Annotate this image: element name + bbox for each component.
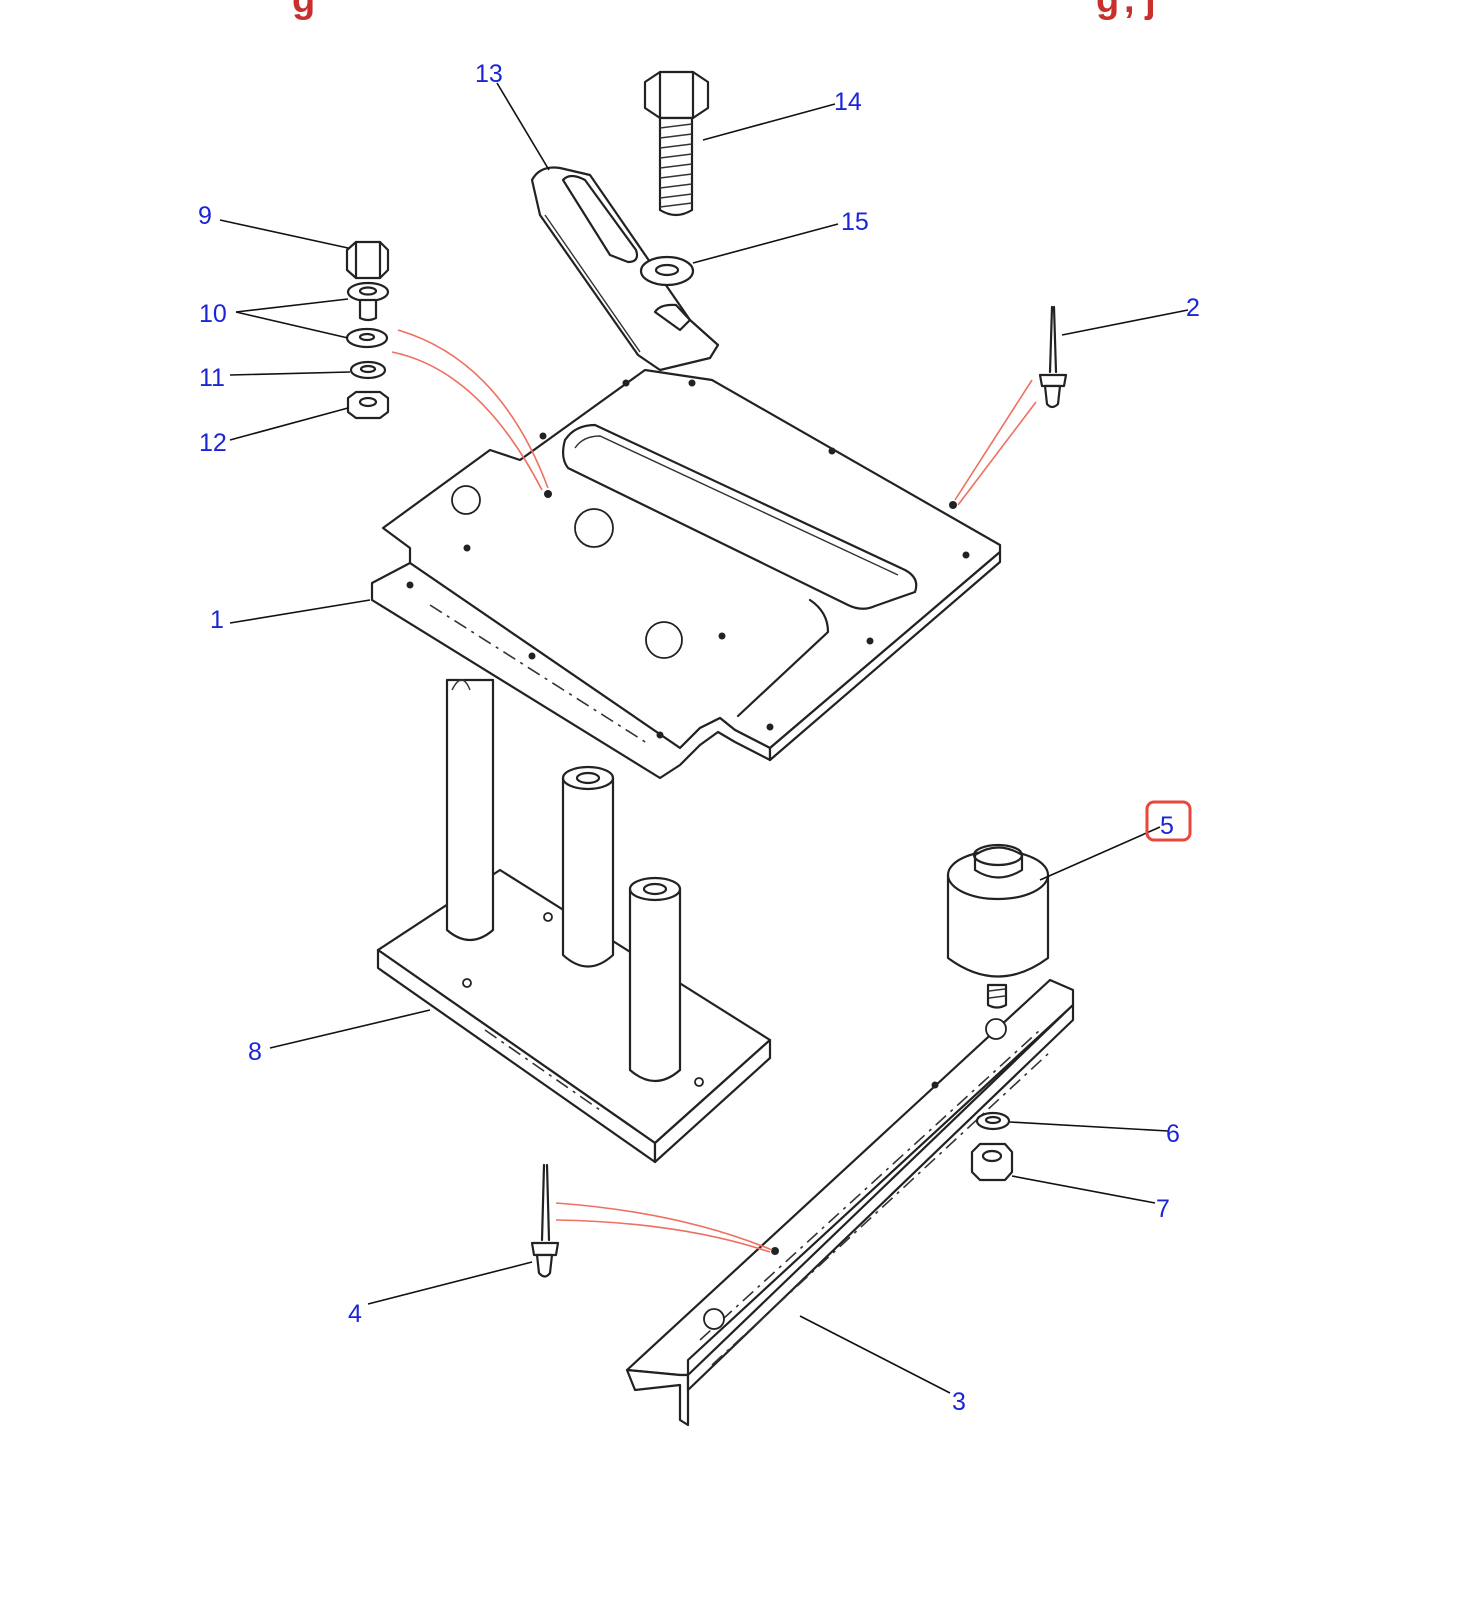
callout-2: 2 — [1186, 294, 1200, 322]
callout-1: 1 — [210, 606, 224, 634]
part-15-flat-washer — [639, 255, 695, 287]
callout-6: 6 — [1166, 1120, 1180, 1148]
part-3-channel-rail — [625, 978, 1075, 1427]
part-5-rubber-mount — [946, 843, 1050, 1009]
callout-3: 3 — [952, 1388, 966, 1416]
part-9-bolt — [345, 240, 390, 280]
callout-5[interactable]: 5 — [1160, 812, 1174, 840]
part-13-slotted-bracket — [530, 166, 720, 372]
header-fragment-right: g — [1096, 0, 1119, 21]
header-fragment-right-tail: , j — [1124, 0, 1156, 21]
part-6-washer — [975, 1111, 1011, 1131]
part-7-nut — [970, 1142, 1014, 1182]
header-fragment-left: g — [292, 0, 315, 21]
callout-12: 12 — [199, 429, 227, 457]
callout-7: 7 — [1156, 1195, 1170, 1223]
callout-4: 4 — [348, 1300, 362, 1328]
part-12-nut — [346, 390, 390, 420]
red-leader-lines — [391, 329, 1037, 1253]
callout-8: 8 — [248, 1038, 262, 1066]
callout-15: 15 — [841, 208, 869, 236]
callout-13: 13 — [475, 60, 503, 88]
part-1-mounting-plate — [370, 368, 1002, 780]
part-14-hex-bolt — [643, 70, 710, 217]
post-rear — [445, 678, 495, 942]
part-11-lock-washer — [349, 360, 387, 380]
part-2-rivet — [1038, 305, 1068, 409]
callout-5-highlight — [1145, 800, 1192, 842]
part-10-washers — [345, 281, 390, 349]
post-middle — [561, 765, 615, 968]
callout-9: 9 — [198, 202, 212, 230]
callout-10: 10 — [199, 300, 227, 328]
post-front — [628, 876, 682, 1083]
leader-lines — [219, 82, 1189, 1394]
callout-11: 11 — [199, 364, 225, 392]
callout-labels: 1 2 3 4 5 6 7 8 9 10 11 12 13 14 15 — [198, 60, 1200, 1416]
part-4-rivet — [530, 1163, 560, 1278]
callout-14: 14 — [834, 88, 862, 116]
